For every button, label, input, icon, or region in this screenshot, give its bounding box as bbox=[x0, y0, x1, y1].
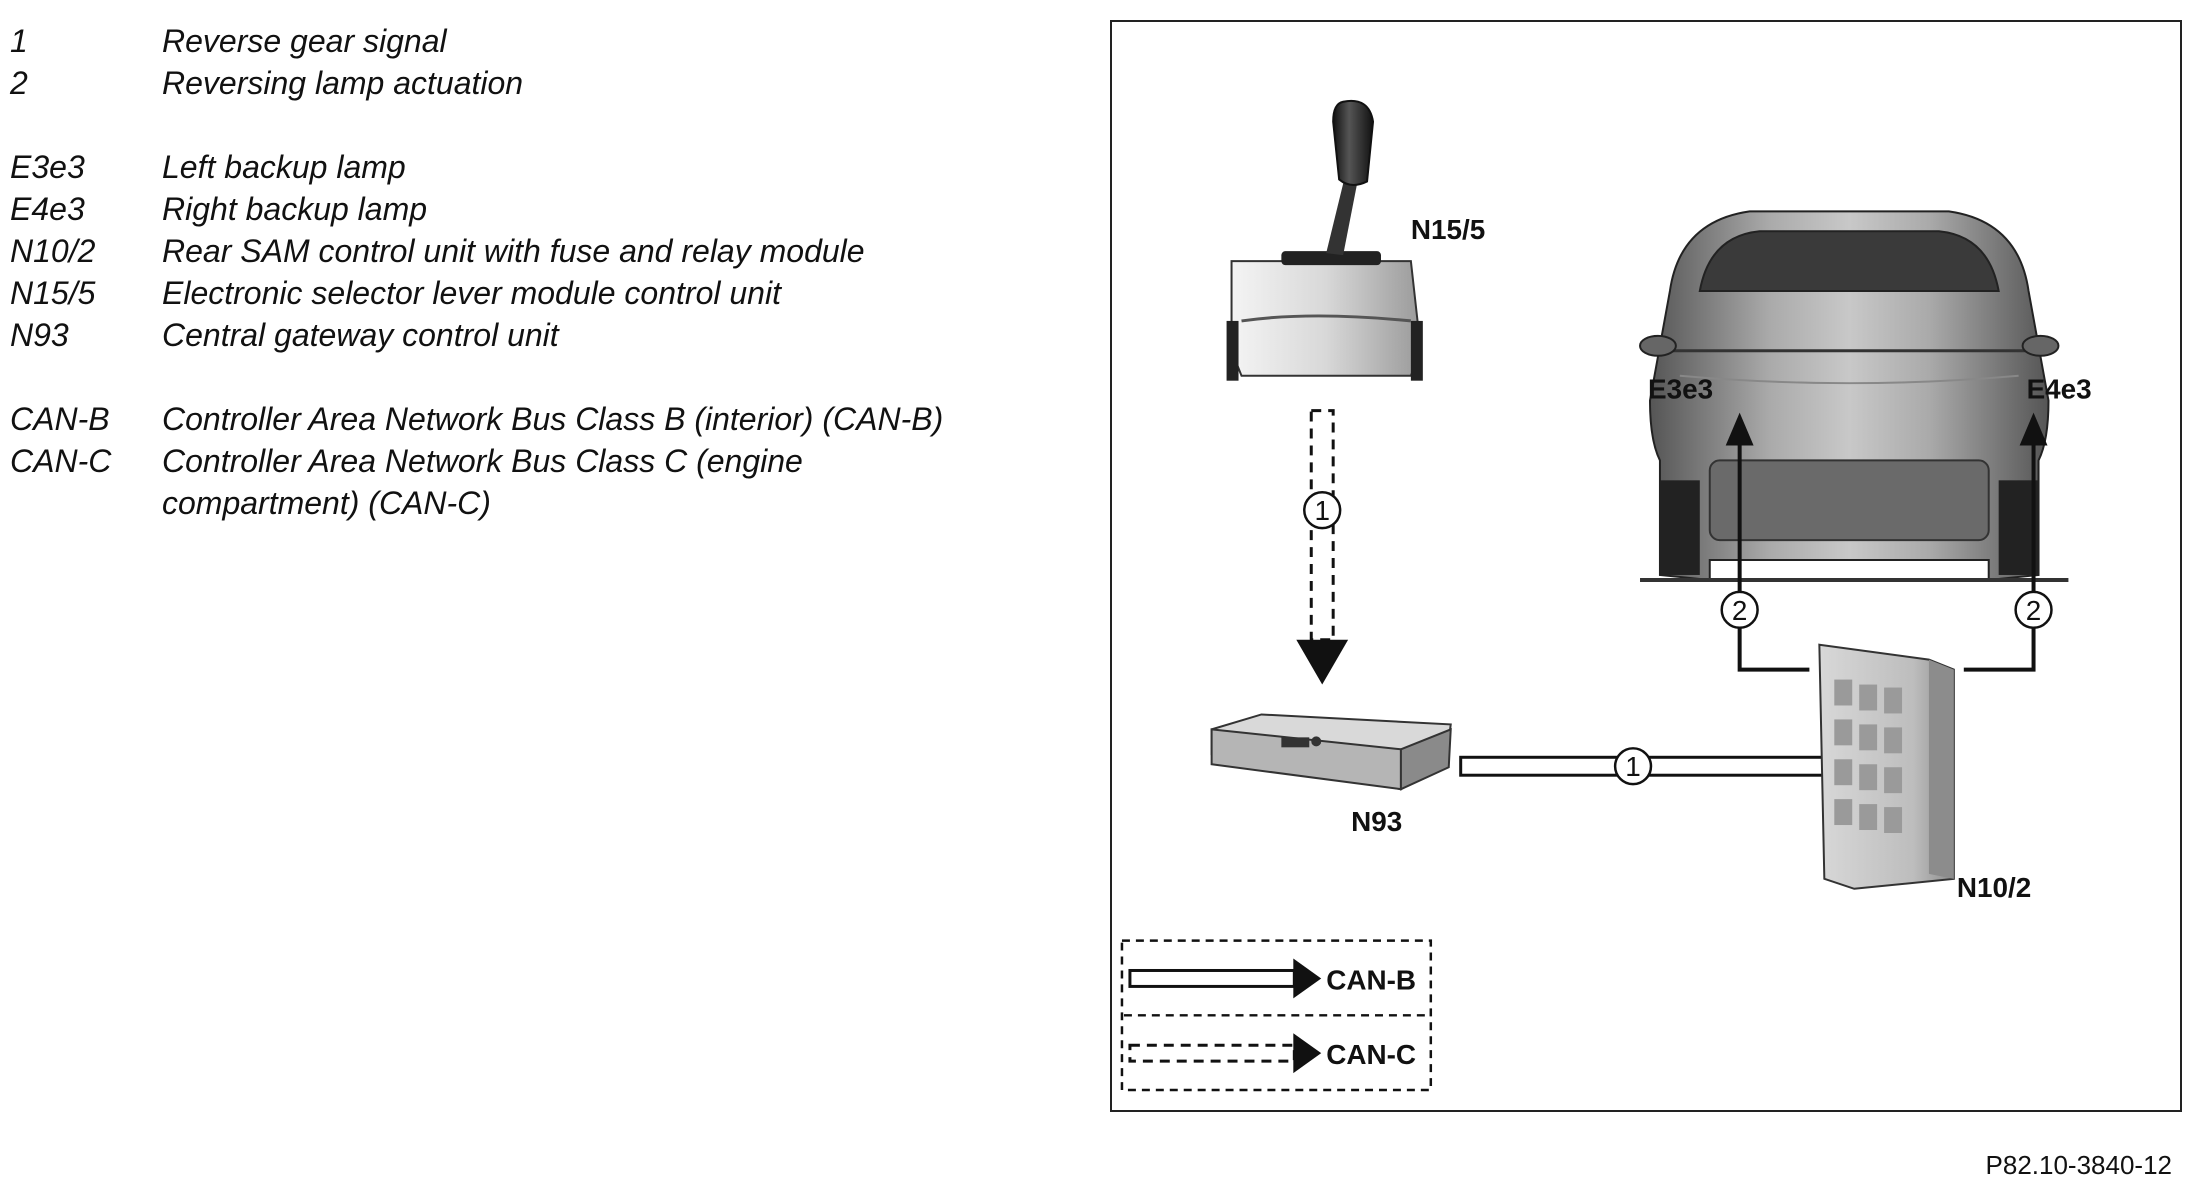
legend-row: 2 Reversing lamp actuation bbox=[10, 62, 1070, 104]
legend-row: E3e3 Left backup lamp bbox=[10, 146, 1070, 188]
legend-row: N93 Central gateway control unit bbox=[10, 314, 1070, 356]
legend-code: N93 bbox=[10, 317, 69, 353]
label-n15-5: N15/5 bbox=[1411, 214, 1485, 245]
legend-code: E4e3 bbox=[10, 191, 85, 227]
can-b-key-arrow bbox=[1128, 958, 1322, 999]
legend-code: CAN-B bbox=[10, 401, 110, 437]
legend-code: N10/2 bbox=[10, 233, 96, 269]
central-gateway-unit bbox=[1210, 713, 1452, 791]
diagram-frame: N15/5 1 N93 1 bbox=[1110, 20, 2182, 1112]
legend-row: CAN-B Controller Area Network Bus Class … bbox=[10, 398, 1070, 440]
legend-desc: Reversing lamp actuation bbox=[162, 65, 524, 101]
can-b-arrow-gateway-to-sam bbox=[1459, 744, 1880, 789]
lamp-actuation-lines bbox=[1720, 412, 2053, 672]
legend-desc: Right backup lamp bbox=[162, 191, 428, 227]
legend-desc-line1: Controller Area Network Bus Class C (eng… bbox=[162, 443, 803, 479]
selector-lever-module bbox=[1226, 99, 1423, 381]
legend-row: N10/2 Rear SAM control unit with fuse an… bbox=[10, 230, 1070, 272]
label-n93: N93 bbox=[1351, 806, 1402, 837]
diagram-canvas: N15/5 1 N93 1 bbox=[1120, 99, 2092, 1092]
signal-number-2: 2 bbox=[1732, 595, 1748, 626]
can-c-key-arrow bbox=[1128, 1033, 1322, 1074]
rear-sam-module bbox=[1818, 643, 1955, 890]
legend-desc: Left backup lamp bbox=[162, 149, 406, 185]
legend-code: CAN-C bbox=[10, 443, 112, 479]
legend-code: 2 bbox=[10, 65, 28, 101]
legend-row: N15/5 Electronic selector lever module c… bbox=[10, 272, 1070, 314]
label-e4e3: E4e3 bbox=[2027, 374, 2092, 405]
key-label-can-b: CAN-B bbox=[1326, 964, 1416, 995]
legend-desc: Controller Area Network Bus Class B (int… bbox=[162, 401, 944, 437]
signal-number-1: 1 bbox=[1314, 495, 1330, 526]
signal-number-2: 2 bbox=[2026, 595, 2042, 626]
legend-desc-line2: compartment) (CAN-C) bbox=[162, 485, 491, 521]
legend-code: E3e3 bbox=[10, 149, 85, 185]
key-label-can-c: CAN-C bbox=[1326, 1039, 1416, 1070]
label-n10-2: N10/2 bbox=[1957, 872, 2031, 903]
legend-row: 1 Reverse gear signal bbox=[10, 20, 1070, 62]
bus-key bbox=[1120, 939, 1433, 1092]
legend-desc: Electronic selector lever module control… bbox=[162, 275, 781, 311]
legend-row: E4e3 Right backup lamp bbox=[10, 188, 1070, 230]
can-c-arrow-lever-to-gateway bbox=[1296, 409, 1349, 685]
signal-number-1: 1 bbox=[1625, 751, 1641, 782]
legend-spacer bbox=[10, 104, 1070, 146]
label-e3e3: E3e3 bbox=[1648, 374, 1713, 405]
legend-code: N15/5 bbox=[10, 275, 96, 311]
legend-code: 1 bbox=[10, 23, 28, 59]
legend: 1 Reverse gear signal 2 Reversing lamp a… bbox=[10, 20, 1070, 524]
legend-spacer bbox=[10, 356, 1070, 398]
figure-id: P82.10-3840-12 bbox=[1985, 1150, 2172, 1180]
legend-desc: Controller Area Network Bus Class C (eng… bbox=[162, 440, 1070, 524]
legend-desc: Reverse gear signal bbox=[162, 23, 447, 59]
legend-desc: Rear SAM control unit with fuse and rela… bbox=[162, 233, 865, 269]
legend-row: CAN-C Controller Area Network Bus Class … bbox=[10, 440, 1070, 524]
legend-desc: Central gateway control unit bbox=[162, 317, 559, 353]
